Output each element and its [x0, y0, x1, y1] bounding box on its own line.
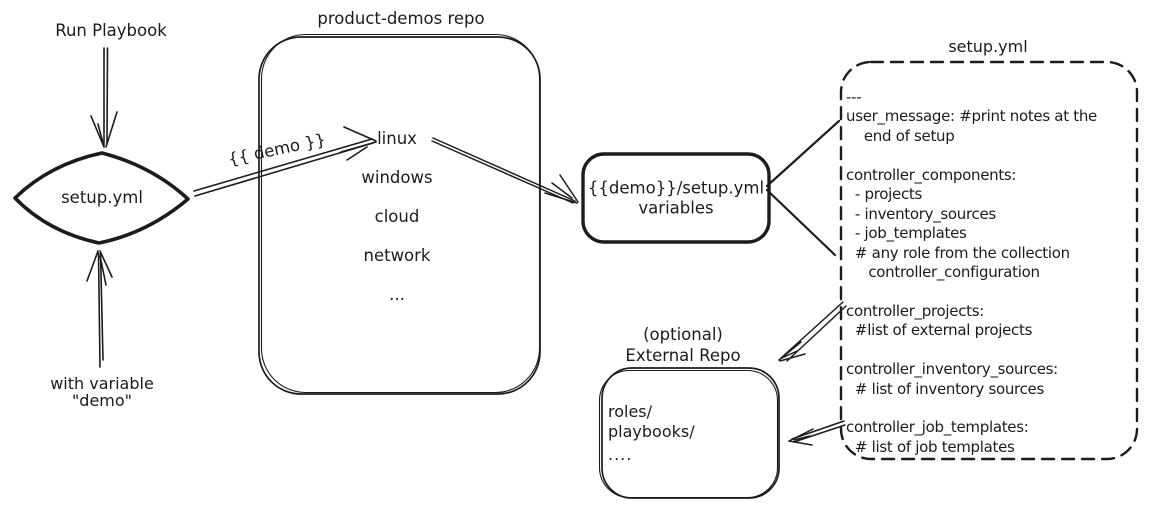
yml-line: controller_inventory_sources:	[846, 360, 1058, 379]
external-repo-label: (optional) External Repo	[625, 325, 740, 366]
yml-line: #list of external projects	[846, 321, 1033, 340]
yml-line: controller_projects:	[846, 301, 984, 320]
run-playbook-arrow	[90, 47, 118, 148]
yml-line: # list of job templates	[846, 437, 1015, 456]
yml-line	[846, 341, 1134, 360]
yml-line: - inventory_sources	[846, 204, 996, 223]
yml-line	[846, 282, 1134, 301]
repo-box-title: product-demos repo	[317, 8, 485, 28]
yml-line: - job_templates	[846, 224, 967, 243]
external-repo-label-line2: External Repo	[625, 345, 741, 365]
run-playbook-label: Run Playbook	[55, 20, 167, 40]
demo-arrow	[193, 126, 377, 197]
repo-item-network: network	[363, 246, 431, 265]
external-repo-item-roles: roles/	[608, 402, 653, 421]
yml-line: user_message: #print notes at the	[846, 107, 1097, 126]
with-variable-arrow	[86, 250, 113, 368]
yml-line: controller_job_templates:	[846, 418, 1029, 437]
setup-yml-content: --- user_message: #print notes at the en…	[846, 88, 1134, 457]
diamond-label: setup.yml	[61, 187, 143, 207]
setup-yml-dashed-box-shape	[839, 60, 1139, 461]
yml-line	[846, 146, 1134, 165]
linux-to-variables-arrow	[431, 137, 579, 204]
setup-yml-box-title: setup.yml	[948, 37, 1028, 57]
yml-line: controller_components:	[846, 165, 1017, 184]
projects-to-external-arrow	[778, 301, 847, 362]
job-templates-to-external-arrow	[788, 420, 846, 446]
yml-line: ---	[846, 88, 862, 106]
variables-box-shape	[581, 152, 771, 244]
variables-box-line1: {{demo}}/setup.yml	[587, 178, 765, 198]
external-repo-box-shape	[598, 367, 780, 499]
yml-line: # any role from the collection	[846, 243, 1070, 262]
yml-line: end of setup	[846, 126, 955, 145]
repo-item-cloud: cloud	[374, 207, 420, 226]
repo-item-linux: linux	[377, 129, 417, 148]
external-repo-item-ellipsis: ....	[608, 445, 633, 464]
variables-to-setup-lines	[765, 119, 841, 257]
repo-item-ellipsis: ...	[389, 285, 405, 304]
external-repo-content: roles/ playbooks/ ....	[608, 402, 695, 465]
repo-item-windows: windows	[361, 168, 433, 187]
variables-box-label: {{demo}}/setup.yml variables	[588, 179, 764, 218]
repo-item-list: linux windows cloud network ...	[330, 119, 464, 314]
yml-line: controller_configuration	[846, 262, 1040, 281]
with-variable-line2: "demo"	[71, 390, 133, 410]
yml-line	[846, 399, 1134, 418]
repo-box-shape	[258, 33, 541, 395]
with-variable-label: with variable "demo"	[50, 374, 154, 410]
yml-line: # list of inventory sources	[846, 379, 1044, 398]
setup-diamond-shape	[13, 151, 190, 245]
external-repo-item-playbooks: playbooks/	[608, 421, 695, 441]
with-variable-line1: with variable	[50, 374, 154, 393]
variables-box-line2: variables	[638, 198, 714, 217]
yml-line: - projects	[846, 185, 922, 204]
external-repo-label-line1: (optional)	[643, 325, 723, 344]
